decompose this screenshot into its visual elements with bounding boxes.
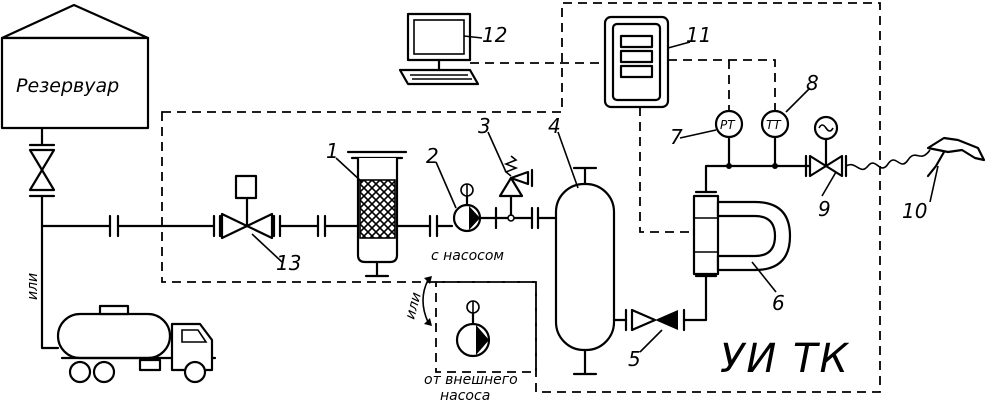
nozzle-10	[926, 136, 986, 178]
callout-13: 13	[276, 251, 301, 275]
svg-text:TT: TT	[766, 118, 782, 132]
reservoir-valve	[28, 148, 56, 192]
filter-1	[346, 150, 408, 278]
separator-4	[554, 166, 616, 376]
callout-3: 3	[478, 114, 491, 138]
callout-8: 8	[806, 71, 819, 95]
svg-text:PT: PT	[720, 118, 736, 132]
callout-9: 9	[818, 197, 831, 221]
callout-10: 10	[902, 199, 927, 223]
external-pump-box	[435, 281, 537, 373]
with-pump-label: с насосом	[431, 248, 504, 264]
callout-2: 2	[426, 144, 439, 168]
external-pump-label-2: насоса	[440, 388, 490, 403]
pressure-transmitter-7: PT	[714, 109, 744, 168]
ili-mid-label: или	[402, 291, 424, 321]
system-boundary	[161, 2, 881, 393]
external-pump	[455, 300, 491, 358]
callout-6: 6	[772, 291, 785, 315]
hose	[845, 149, 931, 171]
check-valve-5	[630, 308, 678, 332]
system-label: УИ ТК	[720, 336, 850, 382]
temperature-transmitter-8: TT	[760, 109, 790, 168]
callout-11: 11	[686, 23, 711, 47]
safety-valve-3	[498, 155, 534, 217]
pump-2	[452, 183, 482, 233]
solenoid-valve-9	[804, 115, 848, 178]
controller-11	[603, 15, 670, 109]
valve-13	[220, 174, 274, 240]
callout-12: 12	[482, 23, 507, 47]
callout-4: 4	[548, 114, 561, 138]
tanker-truck	[56, 304, 217, 384]
callout-7: 7	[670, 125, 683, 149]
external-pump-label-1: от внешнего	[424, 372, 518, 388]
callout-5: 5	[628, 347, 641, 371]
computer-12	[398, 12, 480, 86]
reservoir-tank: Резервуар	[0, 3, 150, 130]
reservoir-label: Резервуар	[16, 75, 119, 97]
callout-1: 1	[326, 139, 339, 163]
ili-left-label: или	[25, 273, 41, 300]
flowmeter-6	[692, 190, 792, 276]
